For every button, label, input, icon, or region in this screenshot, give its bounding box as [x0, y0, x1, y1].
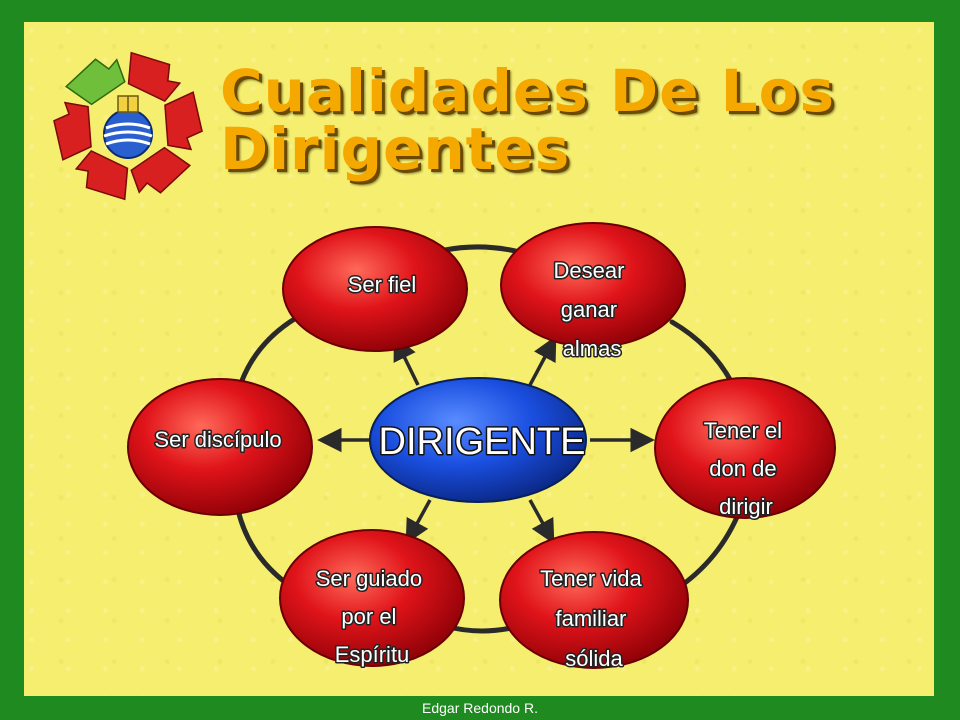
- center-node-dirigente: DIRIGENTE: [369, 377, 587, 503]
- title-line-2: Dirigentes: [220, 115, 571, 183]
- arrow-to-desear-ganar-almas: [528, 335, 557, 386]
- connector-fiel-almas: [442, 244, 523, 255]
- quality-label-desear-ganar-almas: Desear ganar almas: [553, 258, 630, 361]
- quality-label-tener-vida-familiar-solida: Tener vida familiar sólida: [540, 566, 648, 671]
- center-label: DIRIGENTE: [379, 421, 586, 463]
- quality-label-ser-discipulo: Ser discípulo: [154, 427, 281, 452]
- connector-dirigir-familiar: [672, 507, 743, 593]
- quality-label-ser-fiel: Ser fiel: [348, 272, 416, 297]
- quality-node-ser-discipulo: Ser discípulo: [127, 378, 313, 516]
- center-arrows: [317, 335, 655, 545]
- quality-node-desear-ganar-almas: Desear ganar almas: [500, 222, 686, 363]
- title-line-1: Cualidades De Los: [220, 57, 835, 125]
- quality-label-tener-el-don-de-dirigir: Tener el don de dirigir: [704, 418, 788, 519]
- quality-node-ser-guiado-por-el-espiritu: Ser guiado por el Espíritu: [279, 529, 465, 669]
- quality-node-tener-el-don-de-dirigir: Tener el don de dirigir: [654, 377, 836, 521]
- quality-label-ser-guiado-por-el-espiritu: Ser guiado por el Espíritu: [316, 566, 429, 667]
- quality-node-ser-fiel: Ser fiel: [282, 226, 468, 352]
- arrow-to-tener-vida-familiar: [528, 499, 555, 545]
- recycling-arrows-globe-icon: [53, 51, 203, 201]
- arrow-to-ser-guiado: [405, 499, 432, 545]
- footer-author: Edgar Redondo R.: [422, 700, 538, 716]
- page-title: Cualidades De Los Dirigentes: [220, 62, 920, 178]
- quality-node-tener-vida-familiar-solida: Tener vida familiar sólida: [499, 531, 689, 673]
